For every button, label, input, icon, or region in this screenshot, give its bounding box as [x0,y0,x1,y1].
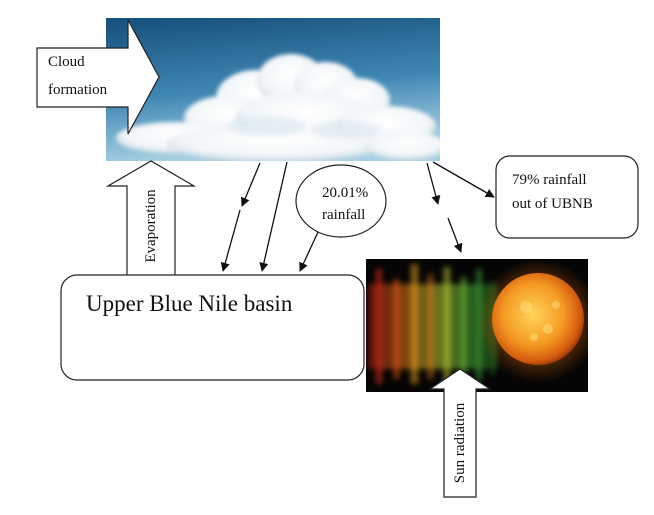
rain-arrow-6 [448,218,461,252]
cloud-formation-label-1: Cloud [48,53,85,71]
rain-arrow-1 [242,163,260,206]
cloud-formation-label-2: formation [48,81,107,99]
rain-arrow-4 [300,232,318,271]
basin-label: Upper Blue Nile basin [86,290,292,318]
rain-arrow-2 [223,210,240,271]
sun-radiation-label: Sun radiation [451,403,469,483]
evaporation-label: Evaporation [142,189,160,262]
rain-arrow-5 [427,163,438,204]
cloud-photo [106,18,440,161]
rain-arrow-3 [262,162,287,271]
rainfall-inside-label-1: 20.01% [322,184,368,202]
sun-photo-image [366,259,588,392]
rainfall-inside-label-2: rainfall [322,206,365,224]
rain-arrow-7 [433,162,494,197]
rainfall-outside-label-1: 79% rainfall [512,171,587,189]
sun-photo [366,259,588,392]
cloud-photo-image [106,18,440,161]
rainfall-outside-label-2: out of UBNB [512,195,593,213]
